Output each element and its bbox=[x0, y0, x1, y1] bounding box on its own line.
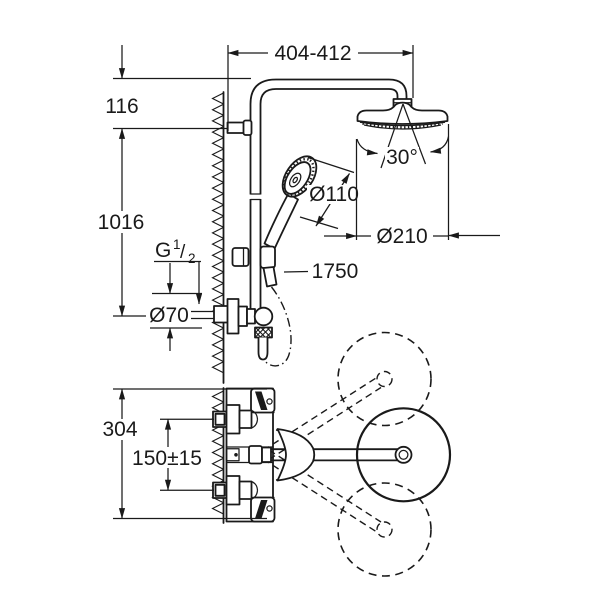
dimensions-lower: 304 150±15 bbox=[98, 388, 267, 520]
head-shower-face-lower-arc bbox=[363, 124, 442, 130]
wall-hatch-upper bbox=[211, 92, 225, 374]
shower-hose bbox=[263, 286, 292, 367]
front-view-shower-system bbox=[191, 78, 449, 384]
swivel-position-circle-bottom bbox=[337, 482, 432, 577]
ext-line-hand-face-bottom bbox=[299, 216, 339, 230]
dim-label-hose-length: 1750 bbox=[312, 260, 359, 283]
swivel-arrow-right bbox=[430, 136, 450, 154]
hand-shower-rim-hatch bbox=[282, 157, 315, 197]
thread-boss bbox=[213, 305, 229, 324]
label-bg bbox=[96, 211, 147, 233]
handle-top-grip bbox=[255, 391, 268, 410]
slider-knob bbox=[231, 247, 250, 267]
wall-escutcheon bbox=[226, 298, 240, 335]
head-shower-body bbox=[356, 101, 449, 125]
label-bg bbox=[98, 419, 143, 440]
label-bg bbox=[385, 147, 419, 167]
swivel-arrow-left bbox=[356, 138, 378, 156]
hose-length-leader bbox=[283, 270, 309, 273]
hose-outlet-tube bbox=[257, 337, 269, 361]
swivel-arm-top-end bbox=[376, 370, 393, 388]
valve-step1 bbox=[237, 305, 248, 327]
dim-label-top-width: 404-412 bbox=[274, 42, 351, 65]
swivel-axis-left bbox=[380, 103, 404, 169]
handle-bottom-grip bbox=[255, 500, 268, 519]
hose-union-nut-knurl bbox=[254, 326, 273, 339]
thread-den: 2 bbox=[188, 251, 196, 266]
arm-escutcheon-bell bbox=[276, 428, 316, 482]
outlet-center-dot bbox=[234, 453, 238, 457]
dim-label-swivel-angle: 30° bbox=[386, 146, 418, 169]
dim-label-riser-height: 1016 bbox=[98, 211, 145, 234]
hand-shower-holder bbox=[259, 245, 276, 269]
dim-label-body-height: 304 bbox=[102, 418, 137, 441]
inlet-union-bottom bbox=[212, 475, 259, 506]
dim-label-hand-shower-dia: Ø110 bbox=[309, 183, 359, 206]
inlet-union-top bbox=[212, 404, 259, 435]
label-bg bbox=[307, 185, 361, 204]
arm-end-inner bbox=[398, 449, 409, 460]
dim-label-head-shower-dia: Ø210 bbox=[376, 225, 427, 248]
arm-coupling1 bbox=[248, 445, 263, 465]
swivel-position-circle-top bbox=[337, 331, 432, 427]
hand-shower-face-center bbox=[292, 176, 299, 184]
top-view-thermostat bbox=[211, 331, 452, 577]
shower-arm-outer bbox=[249, 78, 408, 310]
outlet-block bbox=[225, 448, 240, 462]
thread-num: 1 bbox=[173, 237, 181, 252]
label-bg bbox=[371, 221, 433, 243]
hand-shower-face-hub bbox=[288, 172, 302, 188]
head-shower-face-upper-arc bbox=[359, 121, 446, 127]
head-shower-top-view bbox=[355, 407, 452, 503]
arm-coupling2 bbox=[261, 446, 272, 463]
hand-shower-handle bbox=[263, 192, 299, 250]
thread-slash: / bbox=[180, 242, 186, 263]
swivel-axis-right bbox=[402, 103, 427, 165]
head-shower-spray-hatch bbox=[362, 122, 443, 129]
ext-line-hand-face-top bbox=[307, 156, 355, 174]
thread-g: G bbox=[155, 239, 171, 262]
diverter-ball bbox=[253, 306, 274, 327]
hose-connector-cone bbox=[262, 266, 278, 288]
dim-label-inlet-spacing: 150±15 bbox=[132, 447, 202, 470]
arm-end-outer bbox=[394, 445, 413, 464]
dim-label-head-drop: 116 bbox=[105, 95, 138, 118]
wall-bracket-cap bbox=[242, 119, 253, 136]
shower-arm-inner bbox=[259, 88, 399, 310]
pipe-break-gap bbox=[249, 194, 262, 199]
label-bg bbox=[268, 42, 358, 62]
dim-label-wall-union-dia: Ø70 bbox=[149, 304, 189, 327]
label-bg bbox=[132, 447, 202, 468]
valve-step2 bbox=[246, 308, 256, 325]
swivel-arm-bottom-end bbox=[376, 521, 393, 538]
handle-bottom-dot bbox=[266, 505, 273, 512]
handle-top-dot bbox=[266, 398, 273, 405]
